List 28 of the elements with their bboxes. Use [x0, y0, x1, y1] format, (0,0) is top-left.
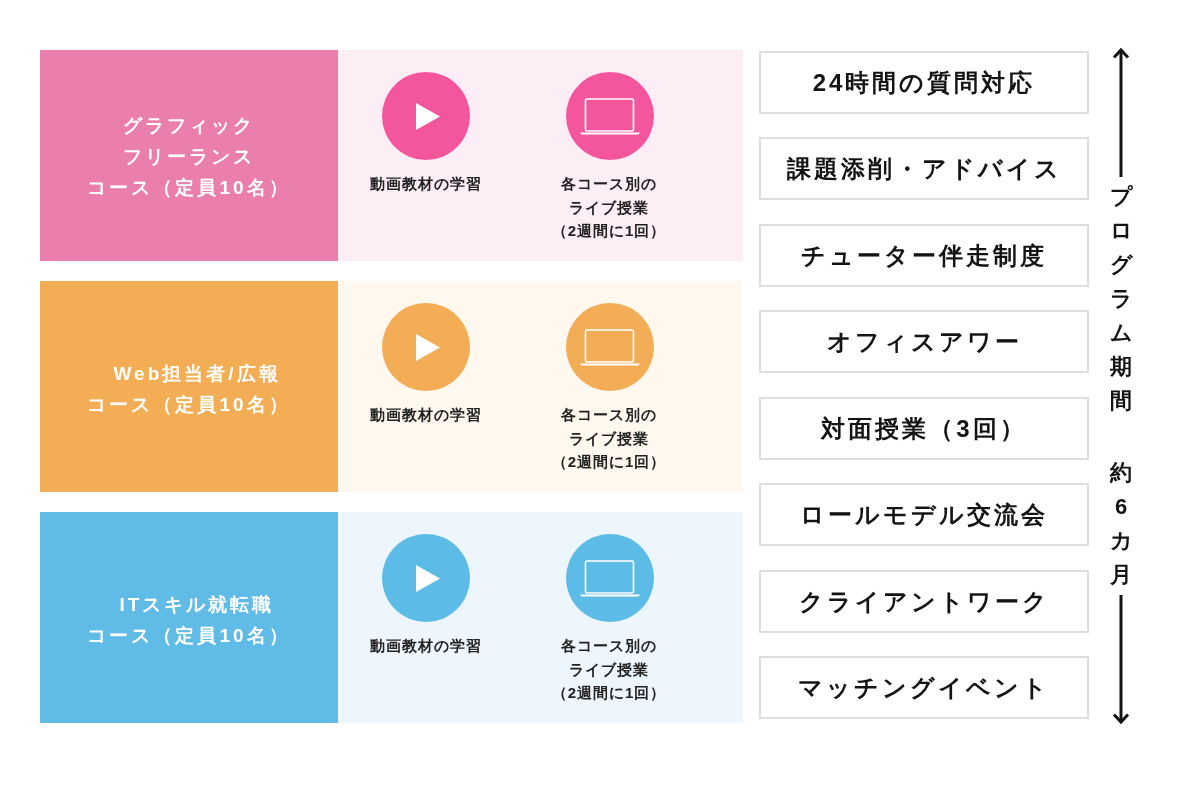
- content-panel: [338, 512, 743, 723]
- course-box: [40, 512, 338, 723]
- course-name: ITスキル就転職コース（定員10名）: [86, 592, 292, 648]
- feature-box: 課題添削・アドバイス: [759, 137, 1089, 200]
- item-note: （2週間に1回）: [550, 683, 668, 703]
- feature-box: マッチングイベント: [759, 656, 1089, 719]
- item-note: （2週間に1回）: [550, 221, 668, 241]
- item-label: 動画教材の学習: [369, 405, 483, 425]
- period-label: 約6カ月: [1108, 459, 1134, 589]
- course-box: [40, 50, 338, 261]
- item-label: 各コース別のライブ授業: [560, 636, 658, 680]
- feature-box: オフィスアワー: [759, 310, 1089, 373]
- course-name: グラフィックフリーランスコース（定員10名）: [86, 114, 292, 200]
- item-label: 各コース別のライブ授業: [560, 405, 658, 449]
- period-label: プログラム期間: [1108, 183, 1134, 415]
- item-note: （2週間に1回）: [550, 452, 668, 472]
- feature-box: クライアントワーク: [759, 570, 1089, 633]
- content-panel: [338, 281, 743, 492]
- feature-box: ロールモデル交流会: [759, 483, 1089, 546]
- item-label: 動画教材の学習: [369, 636, 483, 656]
- course-box: [40, 281, 338, 492]
- feature-box: 対面授業（3回）: [759, 397, 1089, 460]
- item-label: 動画教材の学習: [369, 174, 483, 194]
- content-panel: [338, 50, 743, 261]
- feature-box: チューター伴走制度: [759, 224, 1089, 287]
- item-label: 各コース別のライブ授業: [560, 174, 658, 218]
- course-name: Web担当者/広報コース（定員10名）: [86, 361, 292, 417]
- feature-box: 24時間の質問対応: [759, 51, 1089, 114]
